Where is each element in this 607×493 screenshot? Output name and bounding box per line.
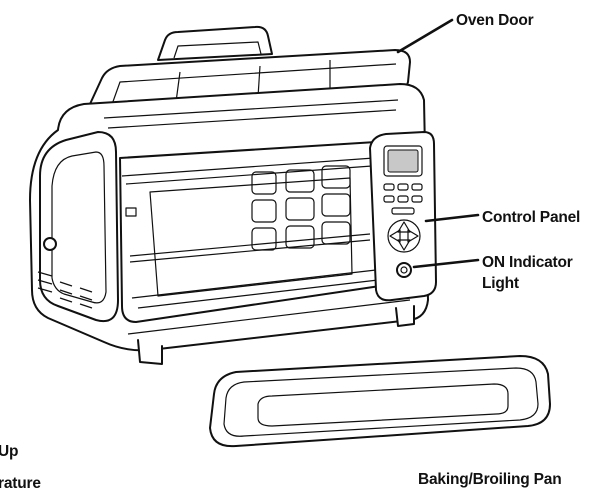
control-panel-label: Control Panel xyxy=(482,209,580,226)
baking-pan-label: Baking/Broiling Pan xyxy=(418,471,561,488)
on-indicator-pointer xyxy=(412,258,480,269)
oven-door-label: Oven Door xyxy=(456,12,534,29)
dpad-icon xyxy=(387,219,421,253)
on-indicator-label-line2: Light xyxy=(482,275,519,292)
on-indicator-label-line1: ON Indicator xyxy=(482,254,573,271)
oven-body xyxy=(29,83,429,365)
cut-off-label-rature: rature xyxy=(0,475,41,492)
oven-door-pointer xyxy=(396,18,454,54)
cut-off-label-up: Up xyxy=(0,443,18,460)
control-panel-pointer xyxy=(424,213,480,223)
baking-broiling-pan xyxy=(209,355,551,448)
on-indicator-light-icon xyxy=(396,262,412,278)
interior-wall-panels xyxy=(251,165,351,251)
control-panel xyxy=(369,131,437,302)
